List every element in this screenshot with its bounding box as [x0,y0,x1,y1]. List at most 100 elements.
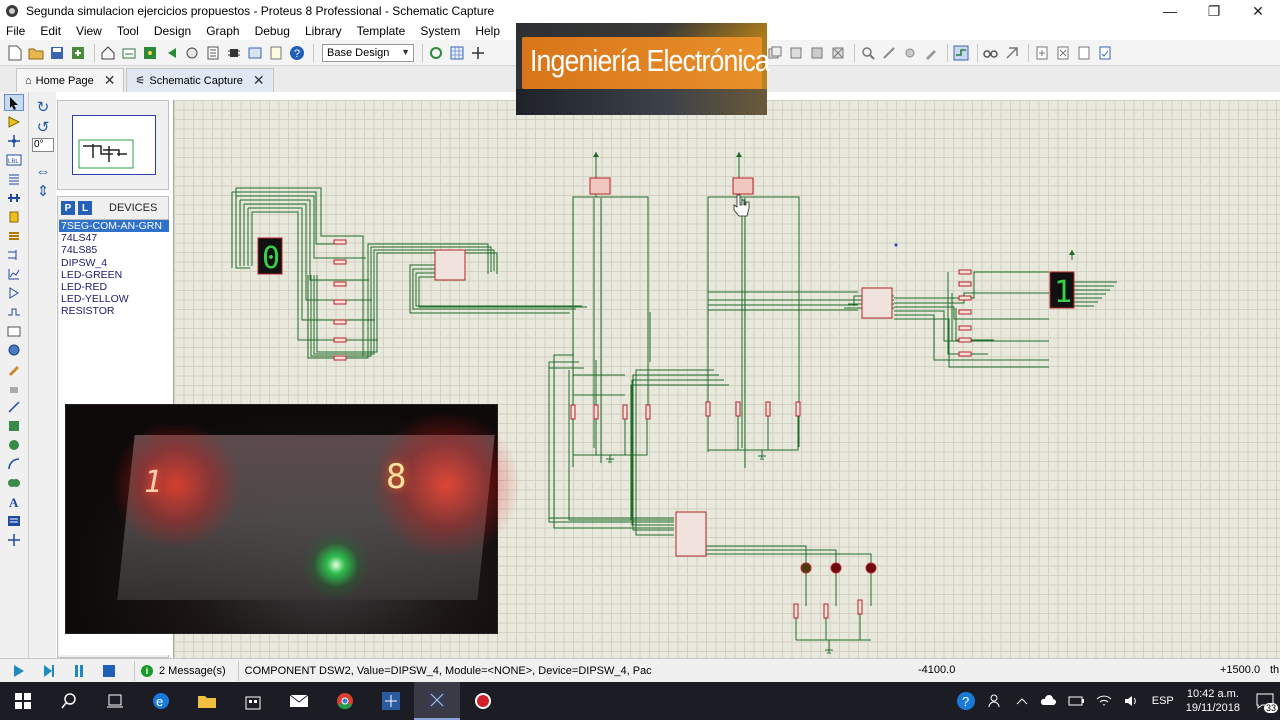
text-tool-icon[interactable]: A [4,493,24,510]
record-icon[interactable] [460,682,506,720]
marker-tool-icon[interactable] [4,531,24,548]
help-icon[interactable]: ? [288,44,306,62]
junction-dot-icon[interactable] [4,132,24,149]
import-icon[interactable] [69,44,87,62]
search-tagging-icon[interactable] [982,44,1000,62]
start-button[interactable] [0,682,46,720]
close-icon[interactable]: ✕ [252,72,265,88]
block-move-icon[interactable] [787,44,805,62]
comparator-chip[interactable] [675,511,707,557]
voltage-probe-icon[interactable] [4,322,24,339]
decoder-chip[interactable] [861,287,893,319]
text-script-icon[interactable] [4,170,24,187]
pick-device-icon[interactable] [859,44,877,62]
rotate-anticlockwise-icon[interactable]: ↺ [36,119,50,136]
messages-indicator[interactable]: i 2 Message(s) [134,660,226,681]
grid-toggle-icon[interactable] [448,44,466,62]
tab-home-page[interactable]: ⌂ Home Page ✕ [16,68,125,92]
mirror-vertical-icon[interactable]: ⇕ [36,183,50,200]
menu-view[interactable]: View [76,24,102,38]
proteus-isis-icon[interactable] [368,682,414,720]
arc-tool-icon[interactable] [4,455,24,472]
stop-icon[interactable] [98,660,120,682]
chrome-icon[interactable] [322,682,368,720]
tab-schematic-capture[interactable]: ⚟ Schematic Capture ✕ [126,68,274,92]
pick-device-button[interactable]: P [61,201,75,215]
paint-icon[interactable] [4,379,24,396]
maximize-button[interactable]: ❐ [1207,2,1221,19]
clock[interactable]: 10:42 a.m. 19/11/2018 [1186,687,1240,715]
menu-system[interactable]: System [420,24,461,38]
menu-tool[interactable]: Tool [116,24,139,38]
list-item[interactable]: LED-GREEN [61,268,123,281]
gerber-icon[interactable] [183,44,201,62]
graph-mode-icon[interactable] [4,265,24,282]
new-file-icon[interactable] [6,44,24,62]
buses-icon[interactable] [4,189,24,206]
component-mode-icon[interactable] [4,113,24,130]
packaging-tool-icon[interactable] [901,44,919,62]
edge-browser-icon[interactable]: e [138,682,184,720]
subcircuit-icon[interactable] [4,208,24,225]
refresh-icon[interactable] [427,44,445,62]
help-tray-icon[interactable]: ? [956,691,976,711]
project-notes-icon[interactable] [267,44,285,62]
close-button[interactable]: ✕ [1252,2,1264,19]
home-icon[interactable] [99,44,117,62]
new-sheet-icon[interactable] [1033,44,1051,62]
led[interactable] [830,562,842,574]
list-item[interactable]: 74LS85 [61,244,98,257]
overview-window[interactable] [57,100,169,190]
open-folder-icon[interactable] [27,44,45,62]
path-tool-icon[interactable] [4,474,24,491]
tape-recorder-icon[interactable] [4,284,24,301]
rotation-angle-input[interactable]: 0° [32,138,54,152]
box-tool-icon[interactable] [4,417,24,434]
terminals-icon[interactable] [4,227,24,244]
menu-template[interactable]: Template [356,24,406,38]
wifi-icon[interactable] [1096,695,1112,707]
symbol-tool-icon[interactable] [4,512,24,529]
list-item[interactable]: RESISTOR [61,305,115,318]
decoder-chip[interactable] [434,249,466,281]
list-item[interactable]: LED-YELLOW [61,293,129,306]
list-item[interactable]: LED-RED [61,280,108,293]
current-probe-icon[interactable] [4,341,24,358]
block-copy-icon[interactable] [766,44,784,62]
origin-icon[interactable] [469,44,487,62]
menu-debug[interactable]: Debug [254,24,290,38]
line-tool-icon[interactable] [4,398,24,415]
schematic-icon[interactable] [120,44,138,62]
led[interactable] [800,562,812,574]
menu-design[interactable]: Design [153,24,192,38]
electrical-rule-check-icon[interactable] [1096,44,1114,62]
menu-library[interactable]: Library [304,24,342,38]
design-variant-select[interactable]: Base Design ▼ [322,43,414,62]
overview-sheet[interactable] [72,115,156,175]
mirror-horizontal-icon[interactable]: ⇔ [35,162,51,180]
device-pins-icon[interactable] [4,246,24,263]
search-icon[interactable] [46,682,92,720]
task-view-icon[interactable] [92,682,138,720]
list-item[interactable]: 7SEG-COM-AN-GRN [59,220,169,233]
proteus-active-icon[interactable] [414,682,460,720]
remove-sheet-icon[interactable] [1054,44,1072,62]
list-item[interactable]: 74LS47 [61,232,98,245]
save-icon[interactable] [48,44,66,62]
rotate-clockwise-icon[interactable]: ↻ [36,99,50,116]
minimize-button[interactable]: — [1163,3,1177,19]
back-icon[interactable] [162,44,180,62]
cloud-icon[interactable] [1040,695,1056,706]
design-explorer-icon[interactable] [246,44,264,62]
menu-graph[interactable]: Graph [206,24,240,38]
people-icon[interactable] [988,694,1004,708]
generator-icon[interactable] [4,303,24,320]
dip-switch[interactable] [732,177,754,195]
block-delete-icon[interactable] [829,44,847,62]
mail-icon[interactable] [276,682,322,720]
schematic-canvas[interactable]: 0 1 [173,100,1280,658]
dip-switch[interactable] [589,177,611,195]
decompose-icon[interactable] [922,44,940,62]
pause-icon[interactable] [68,660,90,682]
step-icon[interactable] [38,660,60,682]
